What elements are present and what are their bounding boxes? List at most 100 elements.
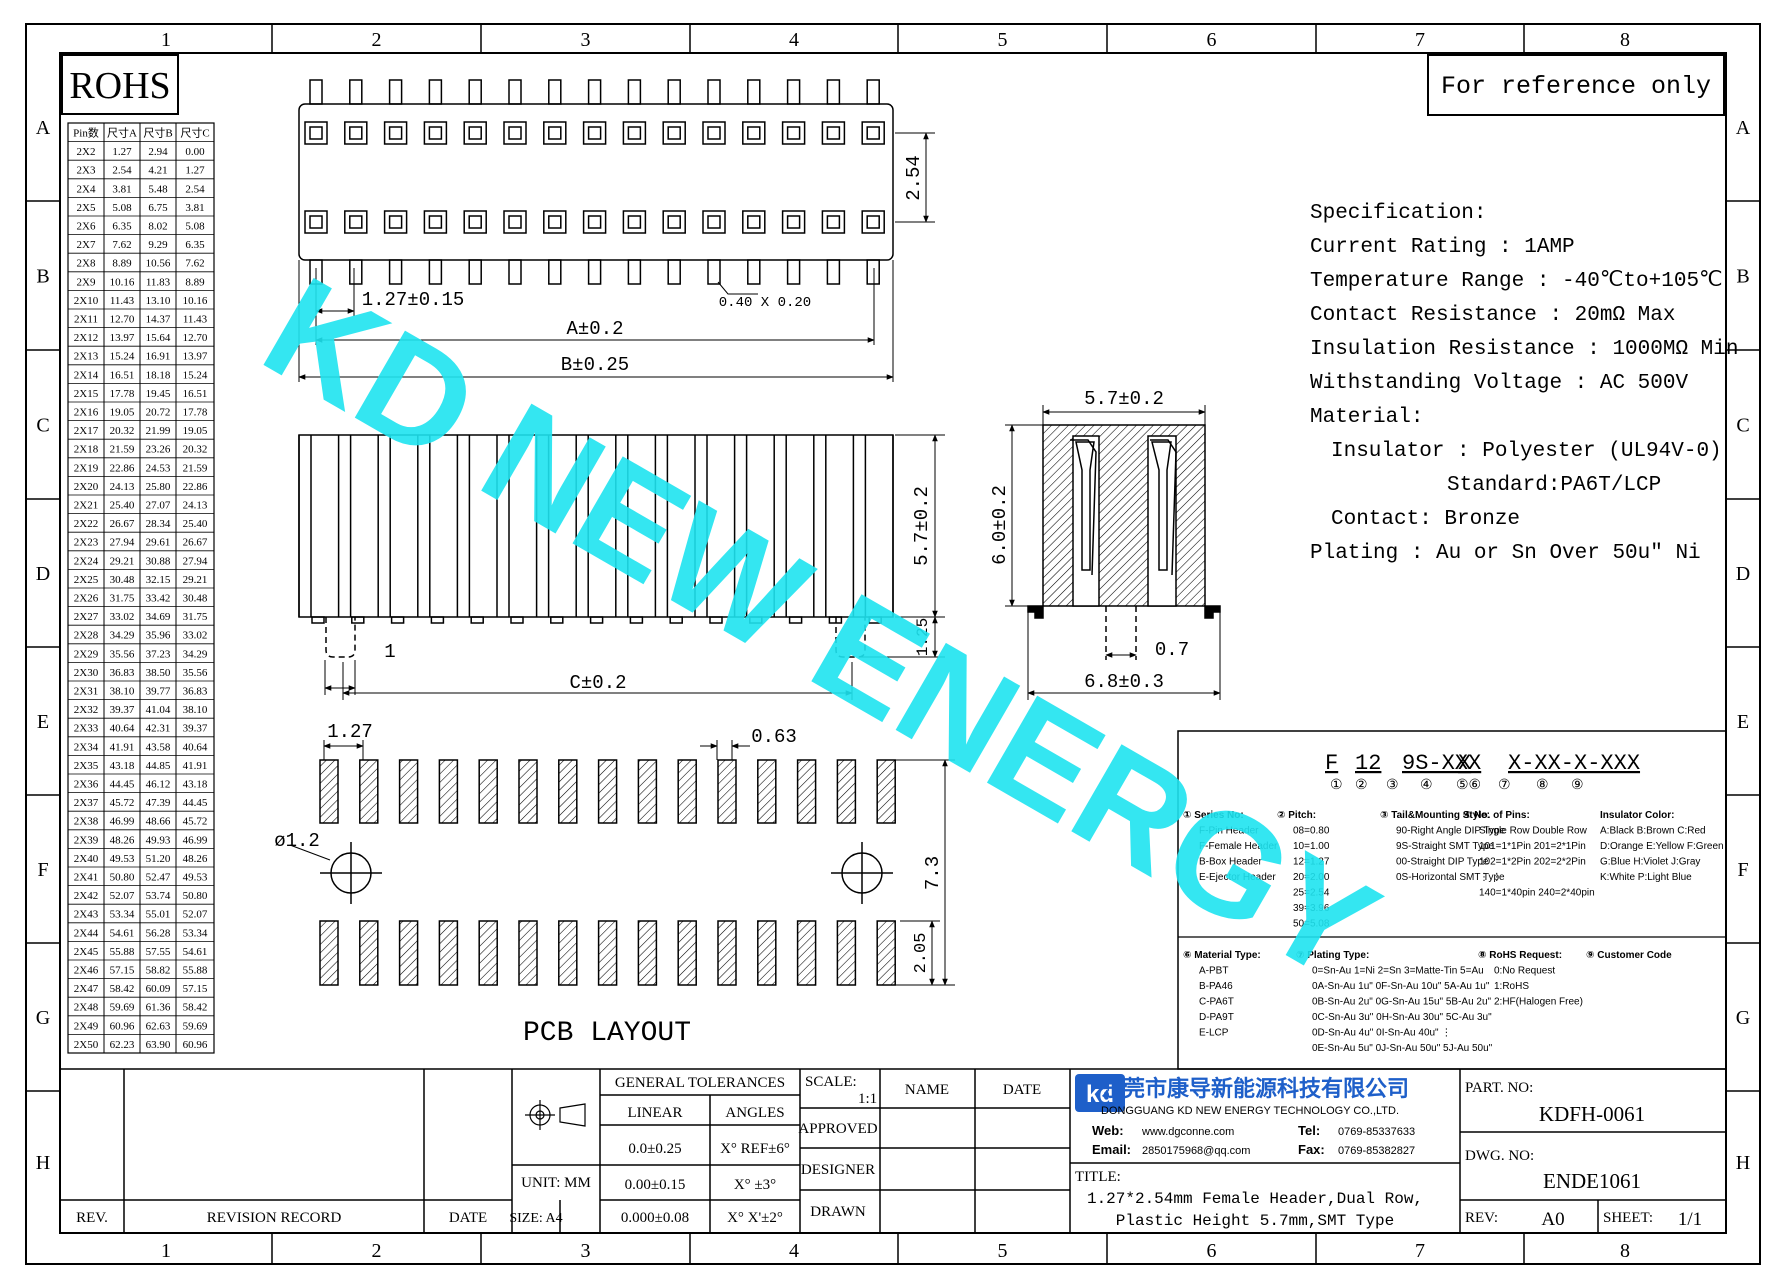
pcb-pad-bottom (478, 920, 498, 986)
top-pin (667, 79, 681, 105)
pcb-pad-bottom (359, 920, 379, 986)
pin-table-cell: 32.15 (146, 574, 171, 586)
reference-badge: For reference only (1427, 54, 1725, 116)
pin-table-cell: 43.58 (146, 741, 171, 753)
pin-table-cell: 49.93 (146, 834, 171, 846)
pin-table-cell: 2X43 (74, 909, 99, 921)
contact-cavity-inner (587, 126, 602, 140)
grid-column-label-bottom: 1 (161, 1240, 171, 1262)
legend-line: C-PA6T (1199, 997, 1234, 1008)
grid-row-label-right: E (1737, 711, 1749, 733)
contact-cavity (821, 121, 846, 145)
pin-table-cell: 14.37 (146, 314, 171, 326)
pcb-pad-bottom (717, 920, 737, 986)
pin-table-cell: 2X26 (74, 593, 99, 605)
rohs-label: ROHS (69, 65, 170, 107)
contact-cavity (861, 210, 885, 234)
grid-column-label-bottom: 5 (998, 1240, 1008, 1262)
pin-table-cell: 25.40 (183, 518, 208, 530)
pin-table-cell: 5.08 (112, 202, 132, 214)
pin-table-cell: 51.20 (146, 853, 171, 865)
pin-table-cell: 2X33 (74, 723, 99, 735)
pin-table-cell: 53.34 (183, 927, 208, 939)
top-pin (508, 79, 522, 105)
grid-column-label-bottom: 2 (372, 1240, 382, 1262)
pin-table-cell: 34.29 (183, 648, 208, 660)
top-pin (587, 79, 602, 105)
legend-line: 0B-Sn-Au 2u" 0G-Sn-Au 15u" 5B-Au 2u" (1312, 997, 1492, 1008)
legend-line: 39=3.96 (1293, 903, 1330, 914)
pin-table-cell: 62.23 (110, 1039, 135, 1051)
contact-cavity (662, 121, 686, 145)
pin-table-cell: 16.91 (146, 351, 171, 363)
grid-column-label-bottom: 8 (1620, 1240, 1630, 1262)
pin-table-header: Pin数 (73, 127, 99, 140)
legend-line: 0=Sn-Au 1=Ni 2=Sn 3=Matte-Tin 5=Au (1312, 966, 1484, 977)
contact-cavity (463, 121, 487, 145)
approved-label: APPROVED (798, 1121, 877, 1137)
bottom-pin (587, 259, 602, 285)
pcb-span-label: 7.3 (922, 856, 944, 890)
spec-line: Material: (1310, 406, 1423, 429)
contact-cavity-inner (747, 126, 761, 140)
legend-heading: ⑦ Plating Type: (1296, 950, 1369, 961)
grid-lines (26, 24, 1760, 1264)
pcb-hole-label: ø1.2 (274, 830, 320, 852)
bottom-pin (508, 259, 522, 285)
pcb-pad-top (717, 759, 737, 824)
pin-table-cell: 45.72 (183, 816, 208, 828)
pcb-holes (320, 842, 893, 904)
pin-table-cell: 35.56 (183, 667, 208, 679)
front-pin-foot (470, 616, 484, 624)
front-pin-foot (550, 616, 564, 624)
legend-line: 0C-Sn-Au 3u" 0H-Sn-Au 30u" 5C-Au 3u" (1312, 1012, 1492, 1023)
pcb-pad-bottom (836, 920, 857, 986)
spec-line: Contact: Bronze (1331, 508, 1520, 531)
pin-table-cell: 52.07 (183, 909, 208, 921)
contact-cavity-inner (667, 126, 681, 140)
spec-line: Contact Resistance : 20mΩ Max (1310, 304, 1675, 327)
pcb-pad-bottom (677, 920, 697, 986)
date2-header: DATE (1003, 1082, 1041, 1098)
pin-table-cell: 21.99 (146, 425, 171, 437)
side-foot-label: 0.7 (1155, 639, 1189, 661)
projection-symbol (525, 1100, 586, 1130)
pin-table-cell: 61.36 (146, 1002, 171, 1014)
front-pin-foot (390, 616, 405, 624)
front-view (298, 434, 894, 658)
pin-size-label: 0.40 X 0.20 (719, 295, 811, 311)
pcb-pad-top (876, 759, 896, 824)
contact-cavity (582, 121, 607, 145)
bottom-pin (627, 259, 642, 285)
pin-table-cell: 55.88 (183, 965, 208, 977)
name-header: NAME (905, 1082, 949, 1098)
contact-cavity-inner (667, 215, 681, 229)
grid-row-label-right: A (1736, 117, 1751, 139)
legend-line: 0S-Horizontal SMT Type (1396, 872, 1505, 883)
pin-table-cell: 53.74 (146, 890, 171, 902)
pin-table-cell: 2.54 (112, 165, 132, 177)
legend-line: ⋮ ⋮ (1479, 872, 1502, 883)
pin-table-cell: 62.63 (146, 1020, 171, 1032)
pin-table-cell: 5.48 (148, 183, 168, 195)
top-view-dimensions (298, 132, 935, 382)
grid-row-label-left: E (37, 711, 49, 733)
pin-table-cell: 2X10 (74, 295, 99, 307)
contact-cavity-inner (707, 126, 721, 140)
logo-glyph: kd (1086, 1081, 1114, 1108)
pin-table-cell: 20.32 (110, 425, 135, 437)
contact-cavity (304, 121, 328, 145)
pin-table-cell: 36.83 (183, 686, 208, 698)
pin-table-cell: 60.96 (110, 1020, 135, 1032)
pin-table-cell: 27.94 (183, 555, 208, 567)
top-pin (428, 79, 443, 105)
pin-table-cell: 27.94 (110, 537, 135, 549)
pcb-pad-bottom (438, 920, 459, 986)
pin-table-cell: 19.05 (183, 425, 208, 437)
pin-table-cell: 58.42 (110, 983, 135, 995)
contact-cavity-inner (508, 126, 522, 140)
web-value: www.dgconne.com (1141, 1126, 1234, 1138)
pin-table-cell: 16.51 (183, 388, 208, 400)
